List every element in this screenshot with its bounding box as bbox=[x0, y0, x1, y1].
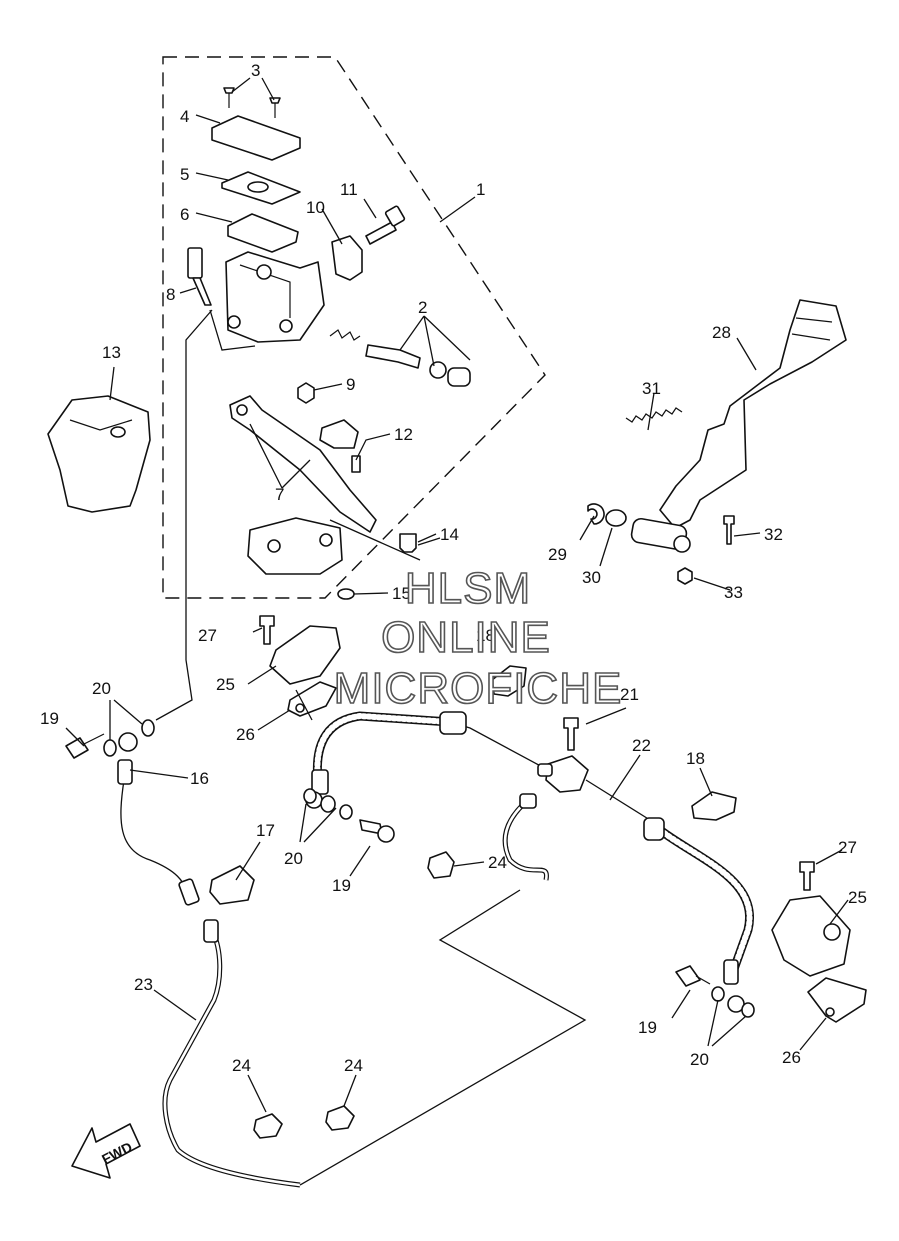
callout-7: 7 bbox=[275, 485, 284, 504]
nut-part-33 bbox=[677, 567, 693, 585]
callout-25b: 25 bbox=[848, 888, 867, 907]
callout-2: 2 bbox=[418, 298, 427, 317]
callout-30: 30 bbox=[582, 568, 601, 587]
callout-16: 16 bbox=[190, 769, 209, 788]
callout-1: 1 bbox=[476, 180, 485, 199]
hose-clamp-part-25-right bbox=[771, 895, 851, 977]
watermark-line-3: MICROFICHE bbox=[334, 664, 623, 713]
lever-cover bbox=[47, 395, 151, 513]
callout-14: 14 bbox=[440, 525, 459, 544]
brake-hose-16 bbox=[117, 732, 200, 906]
callout-19a: 19 bbox=[40, 709, 59, 728]
callout-4: 4 bbox=[180, 107, 189, 126]
callout-26b: 26 bbox=[782, 1048, 801, 1067]
callout-24a: 24 bbox=[488, 853, 507, 872]
callout-27b: 27 bbox=[838, 838, 857, 857]
callout-21: 21 bbox=[620, 685, 639, 704]
leader-lines bbox=[65, 77, 849, 1113]
bolt-part-27-upper bbox=[259, 615, 275, 645]
bolt-part-32 bbox=[723, 515, 735, 545]
callout-33: 33 bbox=[724, 583, 743, 602]
union-bolt-left bbox=[65, 719, 155, 759]
brake-pipe-23 bbox=[162, 919, 301, 1188]
callout-28: 28 bbox=[712, 323, 731, 342]
holder-part-26-upper bbox=[287, 681, 337, 717]
piston-kit bbox=[329, 329, 471, 387]
callout-25a: 25 bbox=[216, 675, 235, 694]
watermark-line-2: ONLINE bbox=[381, 613, 551, 662]
watermark-line-1: HLSM bbox=[405, 564, 531, 613]
pin-part-14 bbox=[399, 533, 417, 553]
callout-24c: 24 bbox=[344, 1056, 363, 1075]
callout-26a: 26 bbox=[236, 725, 255, 744]
callout-5: 5 bbox=[180, 165, 189, 184]
brake-pedal bbox=[659, 299, 847, 529]
circlip bbox=[587, 503, 605, 525]
callout-6: 6 bbox=[180, 205, 189, 224]
callout-12: 12 bbox=[394, 425, 413, 444]
callout-19c: 19 bbox=[638, 1018, 657, 1037]
washer-part-15 bbox=[337, 588, 355, 600]
callout-labels: 1 2 3 4 5 6 7 8 9 10 11 12 13 14 15 16 1… bbox=[40, 61, 867, 1075]
hose-bracket bbox=[209, 865, 255, 905]
callout-3: 3 bbox=[251, 61, 260, 80]
callout-13: 13 bbox=[102, 343, 121, 362]
union-bolt-middle bbox=[303, 788, 395, 843]
callout-27a: 27 bbox=[198, 626, 217, 645]
pipe-clip-24-a bbox=[427, 851, 455, 879]
fwd-arrow: FWD bbox=[71, 1123, 141, 1179]
callout-31: 31 bbox=[642, 379, 661, 398]
callout-17: 17 bbox=[256, 821, 275, 840]
bolt-part-27-right bbox=[799, 861, 815, 891]
master-cylinder-body bbox=[225, 251, 325, 343]
callout-15: 15 bbox=[392, 584, 411, 603]
assembly-outline bbox=[162, 56, 546, 599]
callout-11: 11 bbox=[340, 180, 358, 199]
pipe-clip-24-c bbox=[325, 1105, 355, 1131]
callout-19b: 19 bbox=[332, 876, 351, 895]
holder-part-26-right bbox=[807, 977, 867, 1023]
callout-20b: 20 bbox=[284, 849, 303, 868]
clamp bbox=[331, 235, 363, 281]
callout-22: 22 bbox=[632, 736, 651, 755]
clamp-part-18-lower bbox=[691, 791, 737, 821]
nut-part-9 bbox=[297, 382, 315, 404]
union-bolt-right bbox=[675, 965, 755, 1018]
callout-23: 23 bbox=[134, 975, 153, 994]
reservoir-cap bbox=[211, 115, 301, 161]
callout-18b: 18 bbox=[686, 749, 705, 768]
clamp-part-18-upper bbox=[491, 665, 527, 697]
bolt-part-8 bbox=[187, 247, 212, 306]
diaphragm bbox=[227, 213, 299, 253]
callout-32: 32 bbox=[764, 525, 783, 544]
brake-hose-22 bbox=[305, 711, 549, 809]
callout-29: 29 bbox=[548, 545, 567, 564]
bolt-part-21 bbox=[563, 717, 579, 751]
bolt-part-11 bbox=[365, 205, 406, 245]
three-way-joint bbox=[545, 755, 589, 793]
callout-8: 8 bbox=[166, 285, 175, 304]
callout-20c: 20 bbox=[690, 1050, 709, 1069]
callout-18a: 18 bbox=[476, 626, 495, 645]
callout-10: 10 bbox=[306, 198, 325, 217]
callout-20a: 20 bbox=[92, 679, 111, 698]
pipe-clip-24-b bbox=[253, 1113, 283, 1139]
lever-bracket bbox=[247, 517, 343, 575]
return-spring bbox=[625, 407, 683, 423]
callout-9: 9 bbox=[346, 375, 355, 394]
rear-brake-hose bbox=[585, 779, 755, 1013]
brake-lever bbox=[229, 395, 377, 533]
hose-clamp-part-25-upper bbox=[269, 625, 341, 685]
brake-switch bbox=[319, 419, 359, 449]
watermark: HLSM ONLINE MICROFICHE bbox=[333, 563, 623, 714]
washer-part-30 bbox=[605, 509, 627, 527]
callout-24b: 24 bbox=[232, 1056, 251, 1075]
screws-part-3 bbox=[223, 87, 281, 118]
